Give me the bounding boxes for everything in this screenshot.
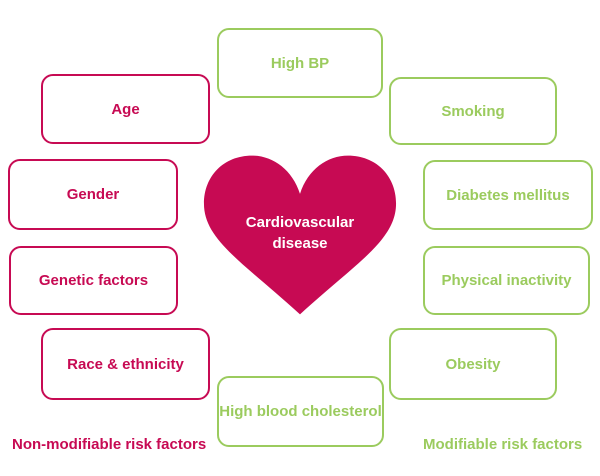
heart-graphic: Cardiovascular disease bbox=[202, 150, 398, 320]
box-high-bp-label: High BP bbox=[270, 54, 330, 72]
box-smoking-label: Smoking bbox=[441, 102, 505, 120]
box-diabetes-mellitus: Diabetes mellitus bbox=[423, 160, 593, 230]
box-race-ethnicity: Race & ethnicity bbox=[41, 328, 210, 400]
box-high-blood-cholesterol-label: High blood cholesterol bbox=[219, 403, 382, 420]
box-diabetes-mellitus-label: Diabetes mellitus bbox=[446, 186, 570, 204]
non-modifiable-group-label: Non-modifiable risk factors bbox=[12, 436, 207, 453]
box-race-ethnicity-label: Race & ethnicity bbox=[67, 355, 184, 373]
heart-icon bbox=[203, 155, 397, 315]
box-physical-inactivity-label: Physical inactivity bbox=[441, 272, 572, 289]
heart-label: Cardiovascular disease bbox=[202, 212, 398, 254]
box-age-label: Age bbox=[111, 100, 140, 118]
box-physical-inactivity: Physical inactivity bbox=[423, 246, 590, 315]
box-gender-label: Gender bbox=[66, 186, 120, 203]
box-genetic-factors-label: Genetic factors bbox=[38, 272, 149, 289]
box-genetic-factors: Genetic factors bbox=[9, 246, 178, 315]
heart-label-line1: Cardiovascular bbox=[245, 214, 355, 231]
modifiable-group-label: Modifiable risk factors bbox=[423, 436, 583, 453]
box-obesity: Obesity bbox=[389, 328, 557, 400]
box-high-blood-cholesterol: High blood cholesterol bbox=[217, 376, 384, 447]
box-high-bp: High BP bbox=[217, 28, 383, 98]
box-obesity-label: Obesity bbox=[445, 355, 501, 373]
box-gender: Gender bbox=[8, 159, 178, 230]
box-age: Age bbox=[41, 74, 210, 144]
box-smoking: Smoking bbox=[389, 77, 557, 145]
heart-label-line2: disease bbox=[272, 235, 328, 252]
